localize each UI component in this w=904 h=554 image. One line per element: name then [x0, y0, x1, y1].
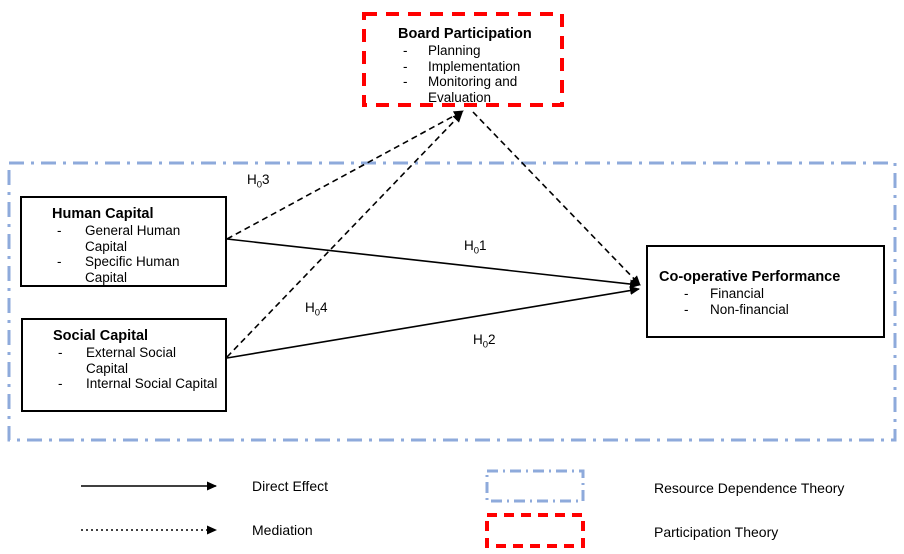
- bullet-dash: -: [403, 74, 408, 89]
- arrow-h03-human-to-board: [226, 110, 464, 240]
- legend-participation-swatch: [485, 513, 585, 548]
- list-item-label: Implementation: [428, 58, 521, 74]
- hypothesis-label-h03: H03: [247, 172, 270, 191]
- list-item-label: Internal Social Capital: [86, 376, 218, 391]
- hypothesis-label-h02: H02: [473, 332, 496, 351]
- legend-direct-effect-label: Direct Effect: [252, 478, 328, 494]
- legend-participation-label: Participation Theory: [654, 524, 779, 540]
- social-capital-box: Social Capital - External Social Capital…: [21, 318, 227, 412]
- legend-resource-dependence-label: Resource Dependence Theory: [654, 480, 845, 496]
- hyp-num: 4: [320, 300, 328, 315]
- hyp-num: 2: [488, 332, 496, 347]
- list-item-label: Non-financial: [710, 301, 789, 317]
- hyp-sub: 0: [314, 307, 321, 319]
- bullet-dash: -: [57, 254, 62, 269]
- list-item: - General Human Capital: [57, 223, 219, 254]
- bullet-dash: -: [58, 345, 63, 360]
- list-item: - Non-financial: [684, 302, 877, 318]
- board-participation-items: - Planning - Implementation - Monitoring…: [398, 43, 556, 105]
- list-item-label: Planning: [428, 43, 481, 58]
- arrow-h04-social-to-board: [226, 112, 463, 358]
- social-capital-title: Social Capital: [53, 328, 149, 344]
- hypothesis-label-h04: H04: [305, 300, 328, 319]
- hypothesis-label-h01: H01: [464, 238, 487, 257]
- bullet-dash: -: [57, 223, 62, 238]
- list-item: - External Social Capital: [58, 345, 219, 376]
- resource-dependence-boundary: [7, 161, 897, 442]
- hyp-num: 1: [479, 238, 487, 253]
- bullet-dash: -: [684, 286, 689, 301]
- hyp-base: H: [247, 172, 257, 187]
- bullet-dash: -: [684, 301, 689, 317]
- hyp-base: H: [473, 332, 483, 347]
- list-item: - Specific Human Capital: [57, 254, 219, 285]
- human-capital-box: Human Capital - General Human Capital - …: [20, 196, 227, 287]
- human-capital-title: Human Capital: [52, 206, 154, 222]
- hyp-num: 3: [262, 172, 270, 187]
- human-capital-items: - General Human Capital - Specific Human…: [52, 223, 219, 285]
- hyp-sub: 0: [256, 179, 263, 191]
- bullet-dash: -: [58, 376, 63, 391]
- social-capital-items: - External Social Capital - Internal Soc…: [53, 345, 219, 392]
- board-participation-title: Board Participation: [398, 26, 532, 42]
- list-item: - Monitoring and Evaluation: [403, 74, 556, 105]
- arrow-h01-human-to-performance: [226, 238, 640, 289]
- list-item-label: Specific Human Capital: [85, 254, 180, 285]
- cooperative-performance-items: - Financial - Non-financial: [659, 286, 877, 317]
- list-item-label: General Human Capital: [85, 223, 181, 254]
- list-item: - Planning: [403, 43, 556, 59]
- bullet-dash: -: [403, 43, 408, 58]
- arrow-board-to-performance: [472, 111, 641, 286]
- list-item: - Implementation: [403, 59, 556, 75]
- list-item: - Financial: [684, 286, 877, 302]
- list-item: - Internal Social Capital: [58, 376, 219, 392]
- cooperative-performance-box: Co-operative Performance - Financial - N…: [646, 245, 885, 338]
- cooperative-performance-title: Co-operative Performance: [659, 269, 841, 285]
- list-item-label: External Social Capital: [86, 345, 177, 376]
- legend-mediation-label: Mediation: [252, 522, 313, 538]
- bullet-dash: -: [403, 58, 408, 74]
- list-item-label: Monitoring and Evaluation: [428, 74, 518, 105]
- arrow-h02-social-to-performance: [226, 286, 640, 359]
- hyp-sub: 0: [473, 245, 480, 257]
- hyp-base: H: [305, 300, 315, 315]
- hyp-base: H: [464, 238, 474, 253]
- hyp-sub: 0: [482, 339, 489, 351]
- legend-resource-dependence-swatch: [485, 469, 585, 503]
- list-item-label: Financial: [710, 286, 765, 301]
- participation-boundary: [362, 12, 564, 107]
- board-participation-box: Board Participation - Planning - Impleme…: [364, 14, 562, 105]
